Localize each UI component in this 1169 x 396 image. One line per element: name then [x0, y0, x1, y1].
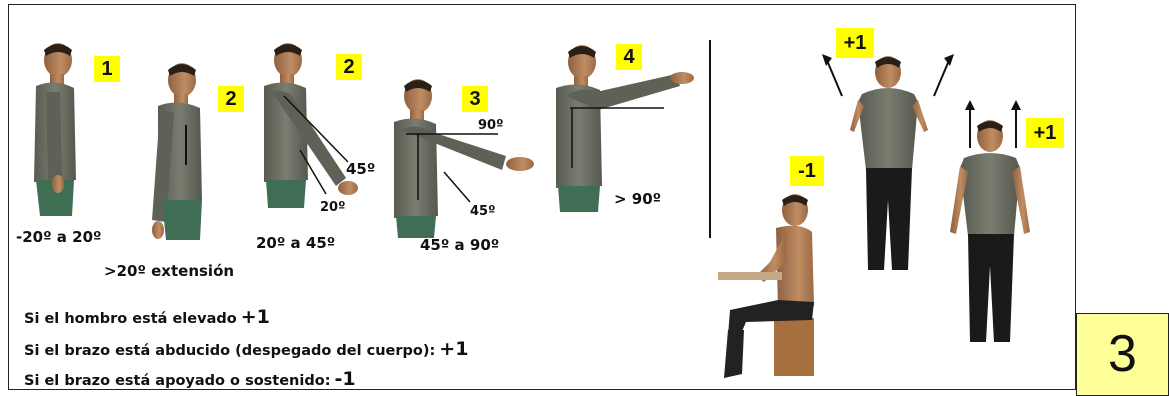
shoulder-elevated-badge: +1: [836, 28, 874, 58]
figure-posture-1: [34, 43, 76, 216]
arm-abducted-badge: +1: [1026, 118, 1064, 148]
figure-posture-4: [394, 79, 534, 238]
figure-posture-3: [264, 43, 358, 208]
note-value: +1: [240, 306, 270, 328]
total-score-badge: 3: [1076, 313, 1169, 396]
note-value: +1: [439, 338, 469, 360]
figure-posture-5: [556, 45, 694, 212]
note-arm-abducted: Si el brazo está abducido (despegado del…: [24, 338, 468, 360]
note-text: Si el hombro está elevado: [24, 311, 237, 327]
posture-4-angle-a: 90º: [478, 118, 504, 133]
posture-1-range-label: -20º a 20º: [16, 228, 102, 246]
posture-4-score-badge: 3: [462, 86, 488, 112]
figure-seated-supported: [718, 194, 814, 378]
posture-5-range-label: > 90º: [614, 190, 662, 208]
arm-supported-badge: -1: [790, 156, 824, 186]
posture-3-range-label: 20º a 45º: [256, 234, 336, 252]
posture-5-score-badge: 4: [616, 44, 642, 70]
note-value: -1: [334, 368, 356, 390]
posture-4-range-label: 45º a 90º: [420, 236, 500, 254]
posture-3-angle-b: 20º: [320, 200, 346, 215]
figure-shoulder-elevated: [822, 54, 954, 270]
figure-posture-2: [152, 63, 202, 240]
posture-2-range-label: >20º extensión: [104, 262, 235, 280]
posture-2-score-badge: 2: [218, 86, 244, 112]
posture-4-angle-b: 45º: [470, 204, 496, 219]
note-text: Si el brazo está abducido (despegado del…: [24, 343, 436, 359]
section-divider: [709, 40, 711, 238]
figure-arm-abducted: [950, 100, 1030, 342]
note-arm-supported: Si el brazo está apoyado o sostenido:-1: [24, 368, 356, 390]
note-text: Si el brazo está apoyado o sostenido:: [24, 373, 331, 389]
posture-3-score-badge: 2: [336, 54, 362, 80]
posture-3-angle-a: 45º: [346, 160, 376, 178]
note-shoulder-elevated: Si el hombro está elevado+1: [24, 306, 270, 328]
posture-1-score-badge: 1: [94, 56, 120, 82]
